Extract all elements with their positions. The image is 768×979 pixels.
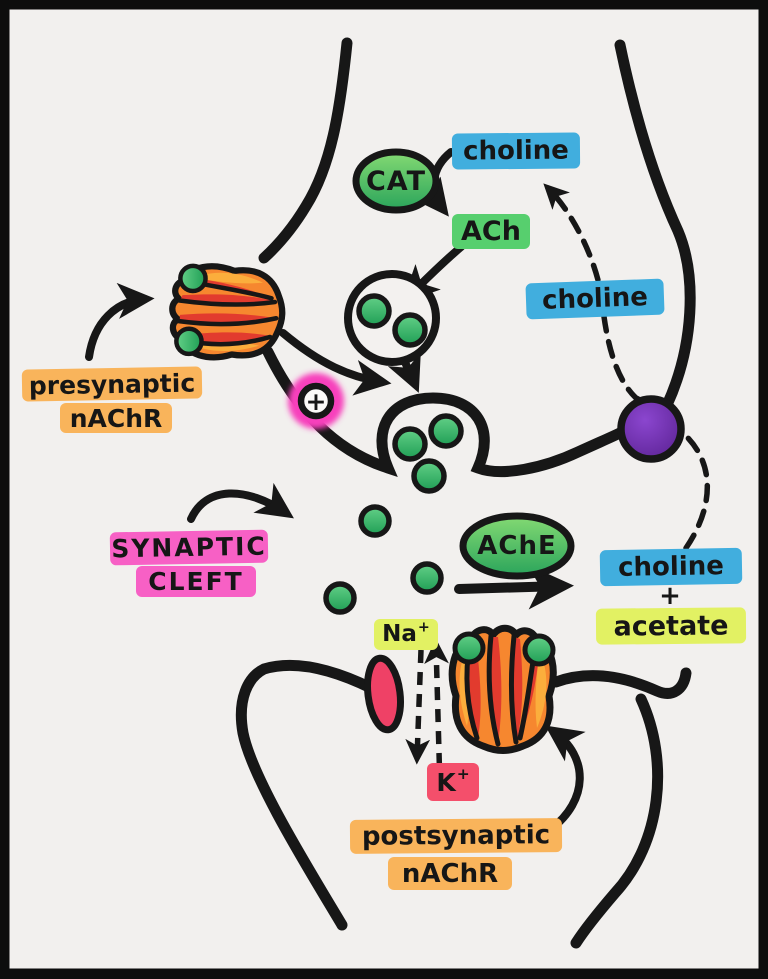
postsynaptic-nachr-label-line2: nAChR: [388, 857, 512, 890]
cat-enzyme-label: CAT: [365, 165, 427, 197]
sodium-charge: +: [417, 619, 430, 636]
presynaptic-nachr: [171, 265, 284, 360]
postsynaptic-nachr: [452, 628, 553, 750]
receptor-to-fusion-arrow: [279, 329, 392, 396]
postsynaptic-membrane: [235, 659, 692, 949]
presynaptic-nachr-label-line2: nAChR: [60, 403, 172, 433]
synaptic-cleft-label-arrow: [187, 482, 294, 523]
breakdown-acetate-label: acetate: [595, 607, 747, 645]
postsynaptic-nachr-label-line1: postsynaptic: [349, 818, 563, 854]
choline-transporter: [617, 395, 685, 463]
postsynaptic-label-arrow: [545, 725, 586, 833]
choline-top-label: choline: [451, 132, 581, 170]
ion-channel: [364, 654, 404, 734]
choline-reuptake-dashed-arrow: [543, 183, 710, 551]
calcium-ion-symbol: +: [288, 373, 344, 429]
potassium-label: K+: [427, 763, 479, 801]
sodium-label: Na+: [374, 619, 438, 650]
potassium-charge: +: [456, 765, 470, 784]
synaptic-cleft-label-line2: CLEFT: [136, 566, 256, 597]
breakdown-plus-label: +: [659, 581, 681, 611]
sodium-symbol: Na: [382, 621, 417, 647]
ache-enzyme-label: AChE: [477, 531, 557, 561]
potassium-symbol: K: [436, 767, 456, 797]
cat-enzyme-oval: [352, 148, 440, 214]
ach-dots: [323, 293, 464, 615]
ach-label: ACh: [452, 214, 530, 249]
choline-reuptake-label: choline: [525, 278, 665, 320]
ache-breakdown-arrow: [454, 564, 574, 610]
plus-glyph: +: [306, 387, 327, 416]
presynaptic-label-arrow: [85, 282, 155, 361]
synaptic-cleft-label-line1: SYNAPTIC: [109, 529, 269, 566]
presynaptic-nachr-label-line1: presynaptic: [21, 366, 203, 402]
vesicle-fusion-omega: [262, 346, 628, 478]
sodium-influx-dashed-arrow: [405, 649, 431, 765]
presynaptic-membrane: [258, 37, 696, 478]
ache-enzyme-oval: [459, 512, 575, 580]
